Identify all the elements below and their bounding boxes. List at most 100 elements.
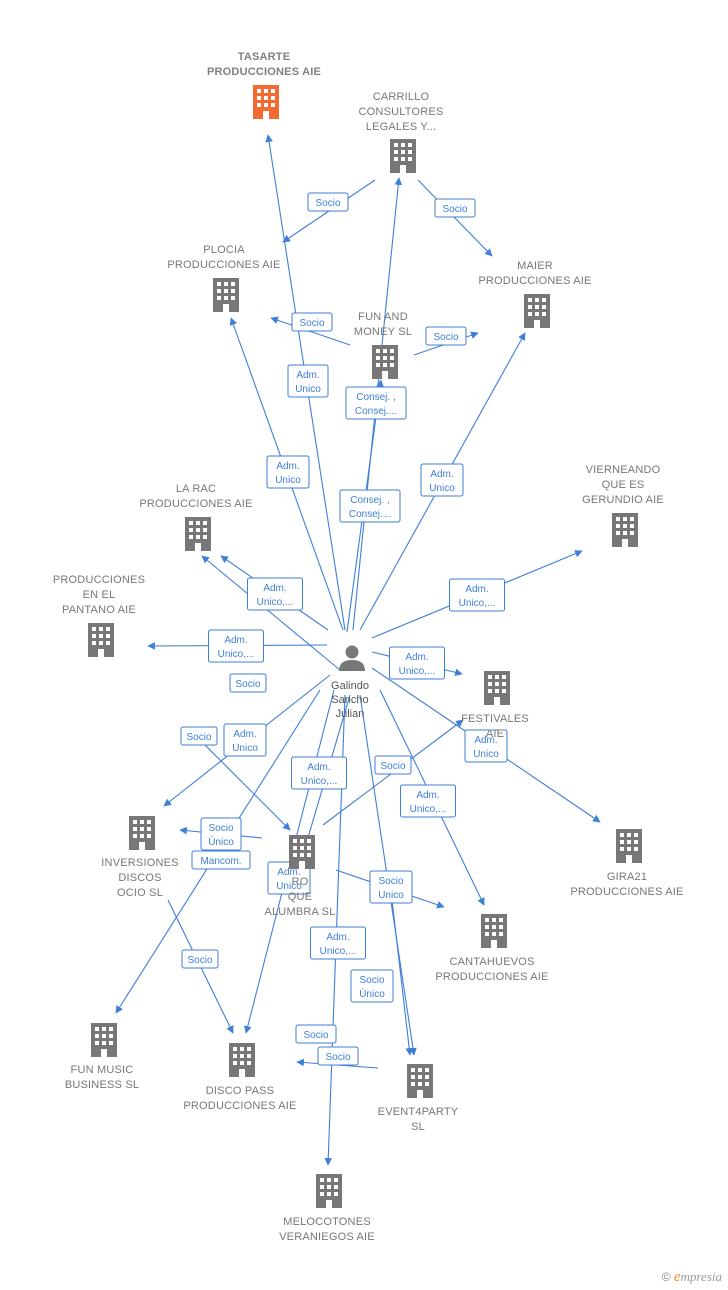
edge-label-18[interactable]: Socio <box>374 755 412 775</box>
company-node-cantahuevos[interactable]: CANTAHUEVOS PRODUCCIONES AIE <box>435 914 548 983</box>
edge-label-text: Unico <box>473 749 499 760</box>
edge-label-text: Consej. , <box>350 495 389 506</box>
edge-label-6[interactable]: Adm.Unico <box>266 455 310 489</box>
edge-line-22 <box>189 729 291 831</box>
edge-label-21[interactable]: Mancom. <box>191 850 251 870</box>
company-label: EN EL <box>83 589 116 601</box>
edge-label-25[interactable]: Socio <box>181 949 219 969</box>
edge-label-text: Unico,... <box>257 597 294 608</box>
edge-label-13[interactable]: Adm. Unico,... <box>389 646 445 680</box>
edge-label-17[interactable]: Adm.Unico,... <box>291 756 347 790</box>
company-label: FUN MUSIC <box>71 1064 134 1076</box>
edge-label-text: Unico <box>232 743 258 754</box>
edge-label-16[interactable]: Adm.Unico <box>464 729 508 763</box>
edge-label-text: Adm. <box>277 867 300 878</box>
edge-label-28[interactable]: Socio <box>317 1046 359 1066</box>
edge-line-28 <box>391 899 414 1056</box>
company-node-tasarte[interactable]: TASARTE PRODUCCIONES AIE <box>207 51 321 119</box>
person-name-line: Julian <box>336 708 365 720</box>
edge-label-text: Socio <box>208 823 233 834</box>
company-label: RO <box>292 876 309 888</box>
edge-label-11[interactable]: Adm.Unico,... <box>208 629 264 663</box>
company-label: PRODUCCIONES AIE <box>570 886 683 898</box>
building-icon <box>481 914 507 948</box>
edge-label-5[interactable]: Consej. ,Consej.... <box>345 386 407 420</box>
edge-label-text: Adm. <box>263 583 286 594</box>
edge-label-9[interactable]: Adm. Unico,... <box>247 577 303 611</box>
edge-label-text: Socio <box>186 732 211 743</box>
edge-label-1[interactable]: Socio <box>434 198 476 218</box>
edge-label-3[interactable]: Socio <box>425 326 467 346</box>
company-label: DISCOS <box>118 872 161 884</box>
edge-label-text: Unico,... <box>399 666 436 677</box>
edge-label-text: Adm. <box>307 762 330 773</box>
company-node-plocia[interactable]: PLOCIA PRODUCCIONES AIE <box>167 244 280 312</box>
company-label: PRODUCCIONES AIE <box>478 275 591 287</box>
edge-label-8[interactable]: Adm.Unico <box>420 463 464 497</box>
edge-label-text: Unico,... <box>459 598 496 609</box>
company-label: PRODUCCIONES AIE <box>167 259 280 271</box>
company-label: OCIO SL <box>117 887 163 899</box>
company-label: PRODUCCIONES AIE <box>207 66 321 78</box>
edge-label-text: Consej.... <box>349 509 391 520</box>
edge-label-text: Adm. <box>326 932 349 943</box>
edge-label-15[interactable]: Adm.Unico <box>223 723 267 757</box>
building-icon <box>129 816 155 850</box>
edge-label-19[interactable]: Adm.Unico,... <box>400 784 456 818</box>
edge-label-text: Socio <box>359 975 384 986</box>
edge-label-14[interactable]: Socio <box>180 726 218 746</box>
company-label: PLOCIA <box>203 244 245 256</box>
edge-label-4[interactable]: Adm.Unico <box>287 364 329 398</box>
company-label: PRODUCCIONES AIE <box>435 971 548 983</box>
building-icon <box>524 294 550 328</box>
edge-label-27[interactable]: Socio <box>295 1024 337 1044</box>
edge-label-text: Consej. , <box>356 392 395 403</box>
edge-label-text: Único <box>208 835 234 848</box>
edge-label-text: Unico <box>378 890 404 901</box>
edge-label-2[interactable]: Socio <box>291 312 333 332</box>
company-label: ALUMBRA SL <box>264 906 335 918</box>
company-label: GIRA21 <box>607 871 647 883</box>
edge-label-text: Socio <box>187 955 212 966</box>
edge-label-24[interactable]: Adm. Unico,... <box>310 926 366 960</box>
company-label: MELOCOTONES <box>283 1216 371 1228</box>
company-label: SL <box>411 1121 425 1133</box>
edge-label-text: Unico <box>275 475 301 486</box>
edge-label-text: Unico <box>276 881 302 892</box>
company-label: TASARTE <box>238 51 291 63</box>
company-label: CANTAHUEVOS <box>449 956 534 968</box>
edge-label-12[interactable]: Socio <box>229 673 267 693</box>
company-label: PRODUCCIONES AIE <box>183 1100 296 1112</box>
edge-label-0[interactable]: Socio <box>307 192 349 212</box>
edge-label-text: Mancom. <box>200 856 241 867</box>
edge-label-text: Socio <box>442 204 467 215</box>
edge-label-7[interactable]: Consej. , Consej.... <box>339 489 401 523</box>
company-node-event4party[interactable]: EVENT4PARTY SL <box>378 1064 459 1133</box>
company-label: PANTANO AIE <box>62 604 136 616</box>
company-label: EVENT4PARTY <box>378 1106 459 1118</box>
edge-label-text: Adm. <box>296 370 319 381</box>
edge-label-text: Unico,... <box>320 946 357 957</box>
edge-label-text: Adm. <box>405 652 428 663</box>
edge-line-19 <box>417 179 493 257</box>
building-icon <box>91 1023 117 1057</box>
edge-label-10[interactable]: Adm.Unico,... <box>449 578 505 612</box>
